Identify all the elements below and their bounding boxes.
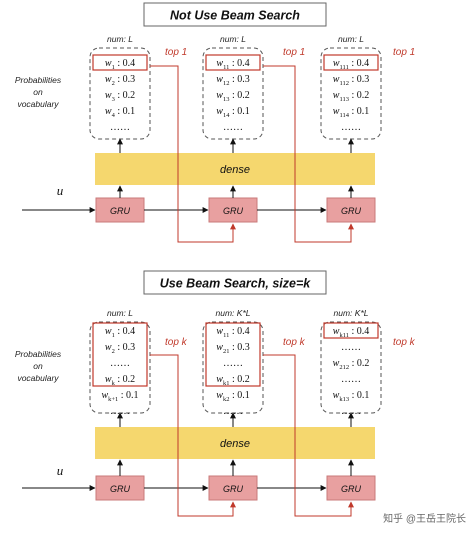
vocab-entry: …… <box>223 406 243 417</box>
prob-column-2: num: K*L w11 : 0.4 w21 : 0.3 …… wk1 : 0.2 wk2… <box>202 308 264 417</box>
side-label-line-1: Probabilities <box>15 75 62 85</box>
watermark: 知乎 @王岳王院长 <box>383 512 466 525</box>
vocab-entry: w1 : 0.4 <box>105 58 135 71</box>
vocab-entry: wk13 : 0.1 <box>333 390 370 403</box>
vocab-count-label: num: L <box>220 34 246 44</box>
vocab-entry: w112 : 0.3 <box>333 74 369 87</box>
top-label-2: top 1 <box>283 47 305 58</box>
top-selection-box <box>323 322 379 339</box>
top-label-1: top 1 <box>165 47 187 58</box>
vocab-entry: …… <box>110 122 130 133</box>
vocab-entry: …… <box>341 406 361 417</box>
top-label-3: top k <box>393 337 416 348</box>
top-selection-box <box>92 54 148 71</box>
gru-label-2: GRU <box>223 484 244 494</box>
vocab-entry: …… <box>223 122 243 133</box>
side-label-line-2: on <box>33 361 43 371</box>
vocab-entry: …… <box>341 122 361 133</box>
vocab-count-label: num: L <box>107 34 133 44</box>
side-label-line-3: vocabulary <box>17 99 59 109</box>
vocab-entry: wk+1 : 0.1 <box>101 390 138 403</box>
top-selection-box <box>205 54 261 71</box>
top-selection-box <box>323 54 379 71</box>
vocab-entry: w3 : 0.2 <box>105 90 135 103</box>
side-label-line-1: Probabilities <box>15 349 62 359</box>
top-label-2: top k <box>283 337 306 348</box>
prob-column-1: num: L w1 : 0.4 w2 : 0.3 …… wk : 0.2 wk+1 : 0… <box>89 308 151 417</box>
dense-label: dense <box>220 438 250 450</box>
vocab-entry: wk : 0.2 <box>105 374 135 387</box>
top-selection-box <box>92 322 148 387</box>
top-label-1: top k <box>165 337 188 348</box>
vocab-entry: w4 : 0.1 <box>105 106 135 119</box>
vocab-entry: w12 : 0.3 <box>216 74 249 87</box>
vocab-entry: …… <box>110 358 130 369</box>
dense-layer <box>95 427 375 459</box>
vocab-entry: w111 : 0.4 <box>333 58 369 71</box>
side-label-line-2: on <box>33 87 43 97</box>
vocab-entry: wk1 : 0.2 <box>216 374 249 387</box>
dense-label: dense <box>220 164 250 176</box>
gru-cell-3 <box>326 197 376 223</box>
gru-label-2: GRU <box>223 206 244 216</box>
side-label-line-3: vocabulary <box>17 373 59 383</box>
dense-layer <box>95 153 375 185</box>
panel-beam: Use Beam Search, size=k Probabilities on… <box>15 270 416 517</box>
gru-cell-3 <box>326 475 376 501</box>
feedback-line-2 <box>263 65 354 243</box>
vocab-entry: w11 : 0.4 <box>216 326 249 339</box>
top-label-3: top 1 <box>393 47 415 58</box>
input-label: u <box>57 183 64 198</box>
vocab-entry: …… <box>110 406 130 417</box>
top-selection-box <box>205 322 261 387</box>
prob-column-1: num: L w1 : 0.4 w2 : 0.3 w3 : 0.2 w4 : 0.1 …… <box>89 34 151 140</box>
feedback-line-2 <box>263 354 354 517</box>
vocab-count-label: num: L <box>338 34 364 44</box>
vocab-entry: wk11 : 0.4 <box>333 326 369 339</box>
vocab-entry: wk2 : 0.1 <box>216 390 249 403</box>
vocab-entry: w13 : 0.2 <box>216 90 249 103</box>
vocab-entry: w2 : 0.3 <box>105 342 135 355</box>
vocab-count-label: num: K*L <box>334 308 369 318</box>
feedback-line-1 <box>150 65 236 243</box>
vocab-entry: w11 : 0.4 <box>216 58 249 71</box>
vocab-entry: w14 : 0.1 <box>216 106 249 119</box>
input-label: u <box>57 463 64 478</box>
gru-label-3: GRU <box>341 484 362 494</box>
panel-greedy: Not Use Beam Search Probabilities on voc… <box>15 2 415 243</box>
vocab-entry: w113 : 0.2 <box>333 90 369 103</box>
vocab-entry: …… <box>223 358 243 369</box>
vocab-count-label: num: K*L <box>216 308 251 318</box>
panel-title-box <box>143 270 327 295</box>
vocab-entry: w1 : 0.4 <box>105 326 135 339</box>
panel-title-box <box>143 2 327 27</box>
prob-column-2: num: L w11 : 0.4 w12 : 0.3 w13 : 0.2 w14 : 0… <box>202 34 264 140</box>
prob-column-3: num: K*L wk11 : 0.4 …… w212 : 0.2 …… wk13 : 0… <box>320 308 382 417</box>
vocab-entry: w2 : 0.3 <box>105 74 135 87</box>
vocab-entry: w21 : 0.3 <box>216 342 249 355</box>
gru-label-1: GRU <box>110 484 131 494</box>
vocab-entry: w212 : 0.2 <box>333 358 370 371</box>
vocab-count-label: num: L <box>107 308 133 318</box>
gru-label-1: GRU <box>110 206 131 216</box>
vocab-entry: w114 : 0.1 <box>333 106 369 119</box>
gru-cell-1 <box>95 475 145 501</box>
vocab-entry: …… <box>341 342 361 353</box>
gru-label-3: GRU <box>341 206 362 216</box>
panel-title: Use Beam Search, size=k <box>160 277 311 291</box>
vocab-entry: …… <box>341 374 361 385</box>
prob-column-3: num: L w111 : 0.4 w112 : 0.3 w113 : 0.2 w114… <box>320 34 382 140</box>
panel-title: Not Use Beam Search <box>170 9 300 23</box>
feedback-line-1 <box>150 354 236 517</box>
